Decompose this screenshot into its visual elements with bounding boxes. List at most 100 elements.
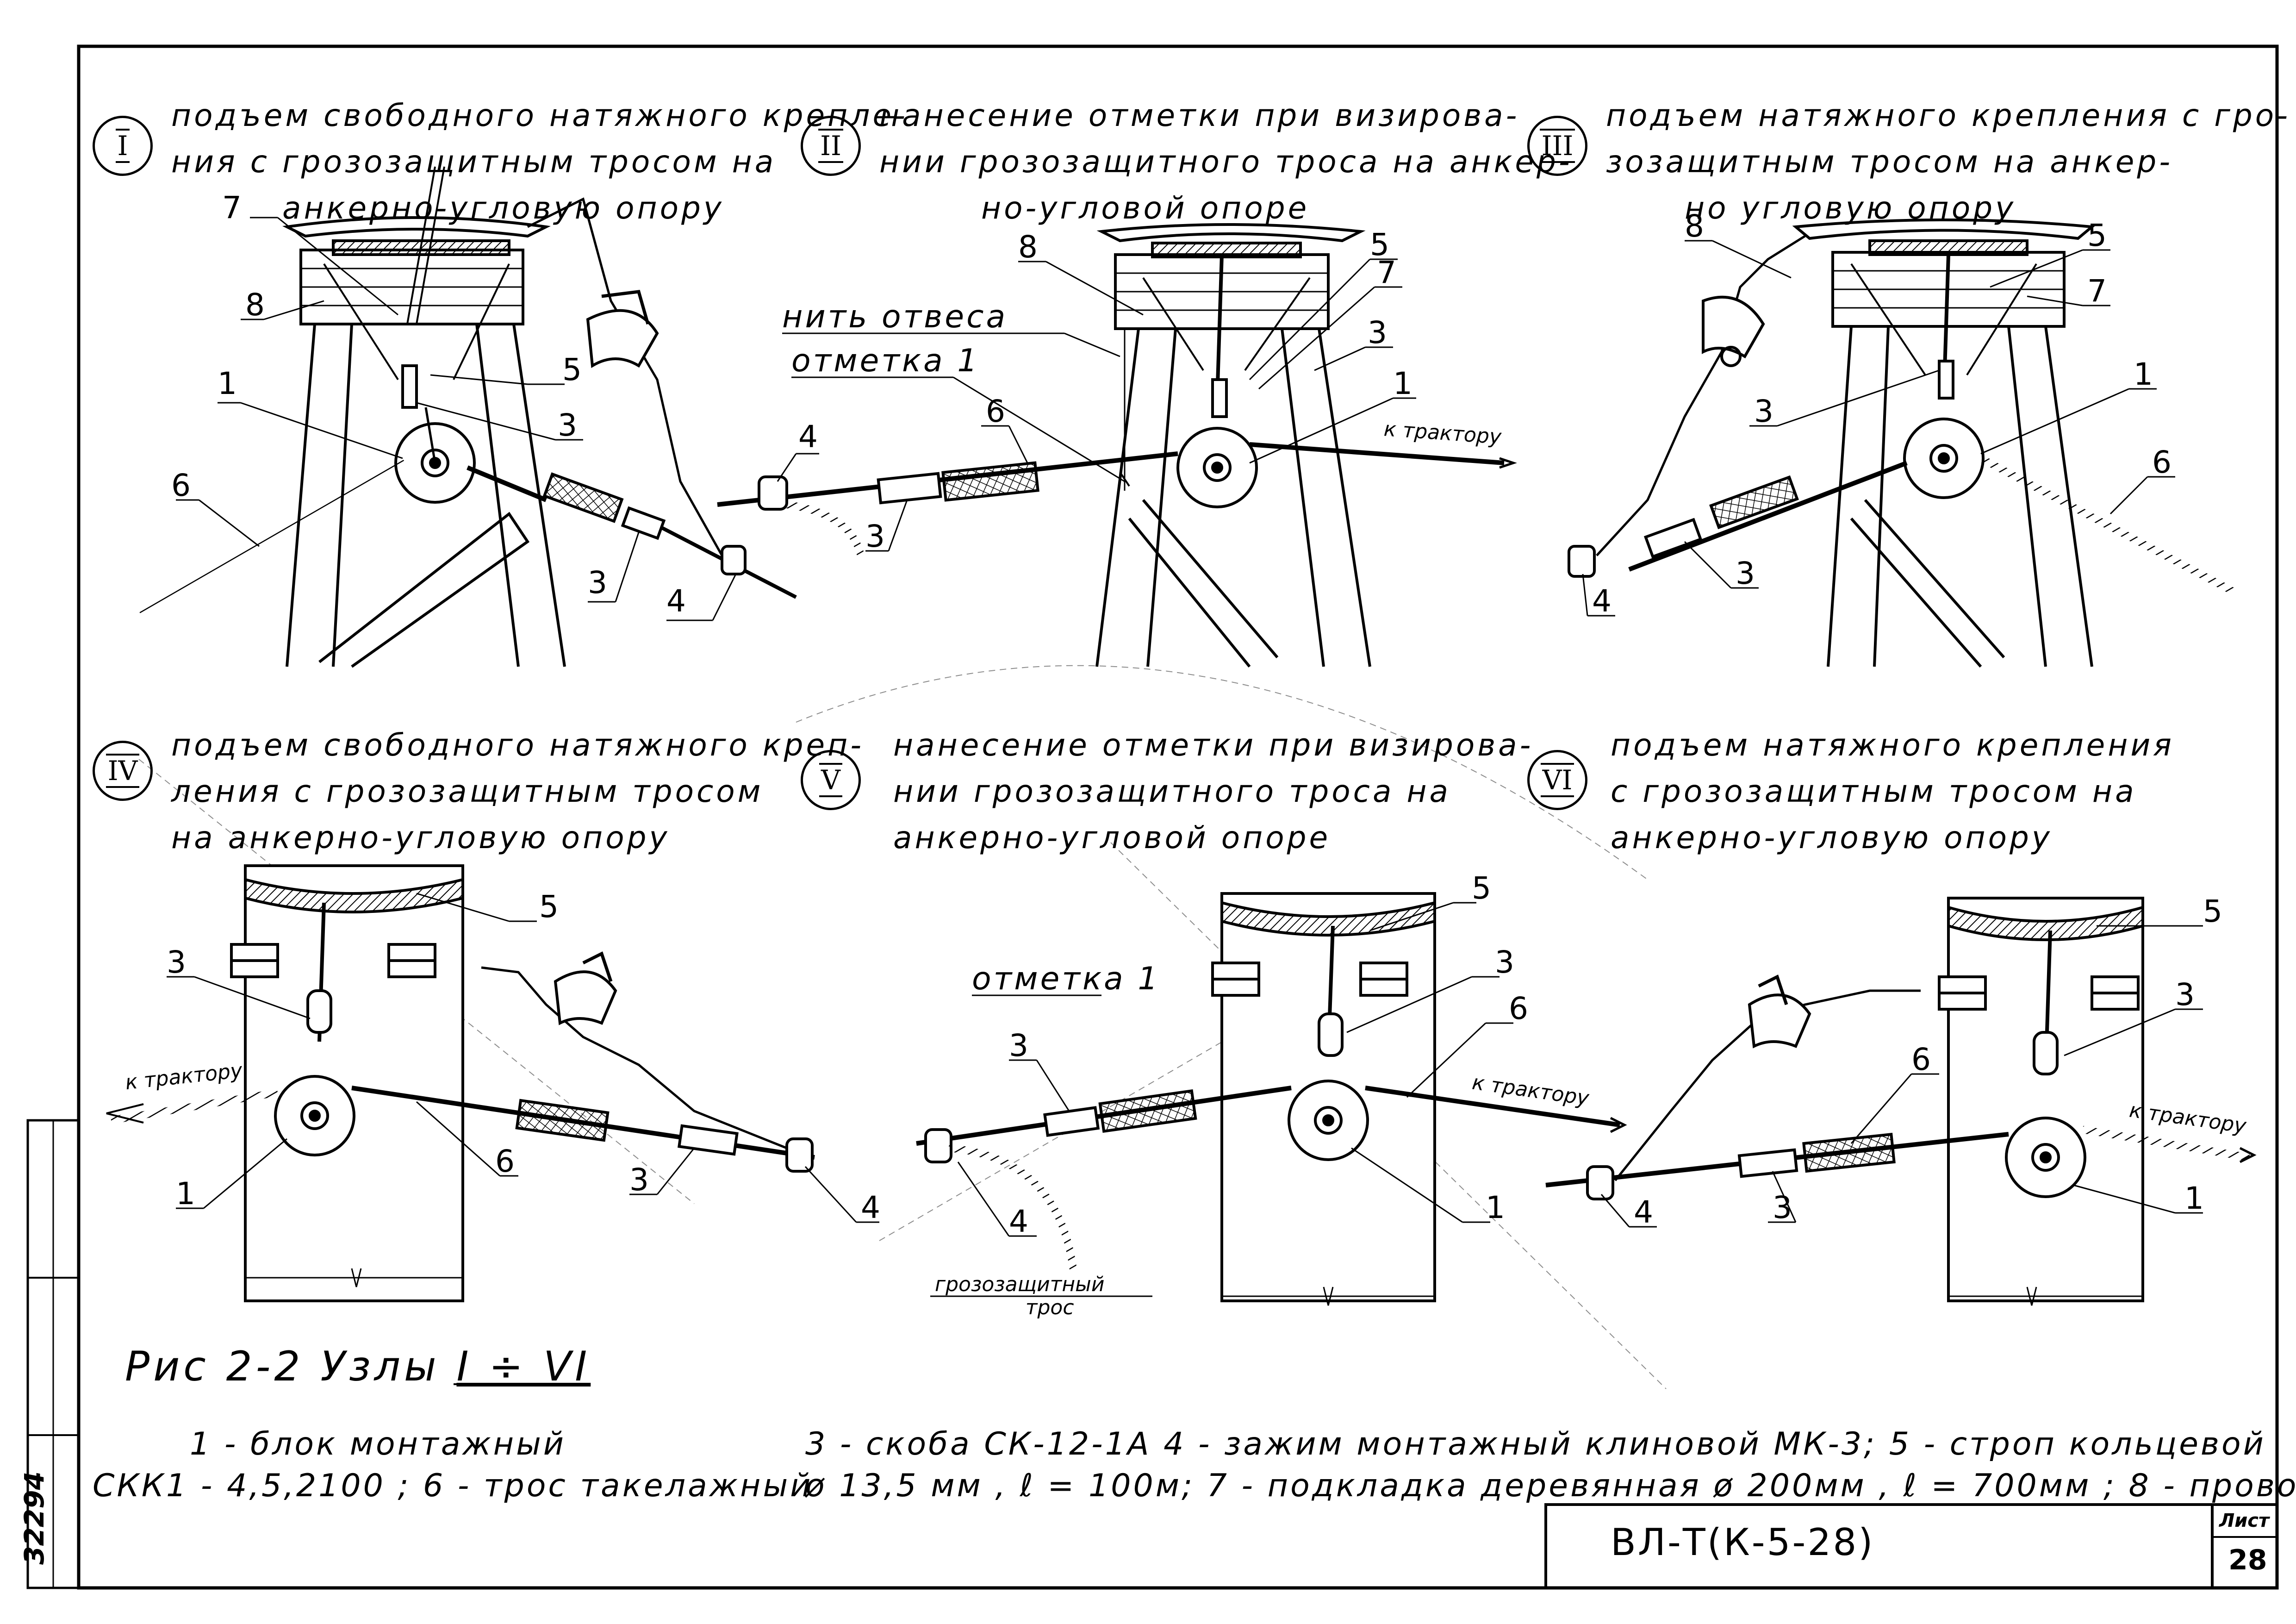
node-5-caption: нанесение отметки при визирова- нии гроз…: [893, 722, 1533, 861]
node-1-badge: I: [93, 116, 153, 176]
node-6-label-1: 1: [2184, 1181, 2204, 1216]
node-3-label-1: 1: [2134, 356, 2153, 392]
sheet-number: 28: [2228, 1544, 2267, 1576]
node-3-label-8: 8: [1685, 208, 1704, 244]
node-2-mark-label: отметка 1: [791, 343, 980, 379]
node-1-label-1: 1: [218, 366, 237, 401]
node-3-label-5: 5: [2087, 218, 2107, 253]
node-1-caption: подъем свободного натяжного крепле- ния …: [171, 93, 908, 231]
node-4-drawing: [106, 864, 815, 1302]
node-4-caption: подъем свободного натяжного креп- ления …: [171, 722, 864, 861]
node-4-caption-line-3: на анкерно-угловую опору: [171, 820, 670, 856]
node-3-caption: подъем натяжного крепления с гро- зозащи…: [1606, 93, 2290, 231]
node-4-label-1: 1: [176, 1176, 195, 1212]
node-5-ground-wire-line-1: грозозащитный: [935, 1273, 1105, 1296]
node-2-callouts: [777, 258, 1416, 552]
node-6-caption-line-2: с грозозащитным тросом на: [1611, 774, 2137, 809]
node-3-drawing: [1568, 219, 2237, 668]
node-1-callouts: [176, 217, 737, 621]
node-3-caption-line-1: подъем натяжного крепления с гро-: [1606, 98, 2291, 133]
node-4-label-5: 5: [539, 889, 559, 924]
node-4-label-3b: 3: [629, 1162, 649, 1198]
node-5-label-3: 3: [1495, 944, 1514, 980]
node-4-label-3: 3: [167, 944, 186, 980]
node-3-caption-line-2: зозащитным тросом на анкер-: [1606, 144, 2173, 180]
legend-line-1-left: 1 - блок монтажный: [190, 1426, 566, 1462]
legend-line-1-right: 3 - скоба СК-12-1А 4 - зажим монтажный к…: [805, 1426, 2266, 1462]
node-1-caption-line-2: ния с грозозащитным тросом на: [171, 144, 777, 180]
node-6-drawing: [1545, 897, 2257, 1306]
sheet-label: Лист: [2219, 1510, 2270, 1531]
node-3-label-4: 4: [1592, 583, 1612, 619]
node-2-label-8: 8: [1018, 229, 1038, 265]
node-6-label-5: 5: [2203, 893, 2222, 929]
node-2-drawing: [717, 223, 1517, 668]
node-5-label-4: 4: [1009, 1204, 1028, 1239]
node-4-label-4: 4: [861, 1190, 880, 1225]
node-5-ground-wire-label: грозозащитный трос: [935, 1273, 1104, 1319]
node-1-label-5: 5: [562, 352, 582, 387]
node-1-label-3b: 3: [588, 565, 607, 600]
node-1-label-7: 7: [222, 190, 242, 225]
legend-line-2-right: ø 13,5 мм , ℓ = 100м; 7 - подкладка дере…: [805, 1468, 2296, 1504]
node-5-ground-wire-line-2: трос: [1025, 1296, 1074, 1319]
sheet-frame: [26, 44, 2279, 1590]
node-2-label-7: 7: [1377, 255, 1396, 290]
node-6-caption-line-1: подъем натяжного крепления: [1611, 727, 2174, 763]
node-5-drawing: [916, 892, 1627, 1306]
node-5-caption-line-2: нии грозозащитного троса на: [893, 774, 1451, 809]
figure-title-range: I ÷ VI: [456, 1343, 591, 1390]
node-5-callouts: [957, 902, 1513, 1237]
node-4-callouts: [167, 893, 879, 1223]
drawing-code: ВЛ-Т(К-5-28): [1611, 1521, 1875, 1564]
node-3-caption-line-3: но угловую опору: [1685, 190, 2016, 226]
node-2-label-1: 1: [1393, 366, 1412, 401]
node-5-badge: V: [801, 750, 861, 810]
node-3-badge: III: [1527, 116, 1587, 176]
node-5-caption-line-3: анкерно-угловой опоре: [893, 820, 1331, 856]
node-3-label-3b: 3: [1736, 556, 1755, 591]
node-5-caption-line-1: нанесение отметки при визирова-: [893, 727, 1534, 763]
node-6-label-6: 6: [1911, 1042, 1931, 1077]
node-2-label-6: 6: [986, 394, 1005, 429]
node-4-caption-line-1: подъем свободного натяжного креп-: [171, 727, 865, 763]
node-2-caption-line-3: но-угловой опоре: [981, 190, 1310, 226]
node-6-callouts: [1600, 925, 2203, 1228]
node-1-label-3: 3: [558, 407, 577, 443]
node-2-caption: нанесение отметки при визирова- нии гроз…: [879, 93, 1573, 231]
node-6-badge: VI: [1527, 750, 1587, 810]
node-3-label-3: 3: [1754, 394, 1773, 429]
node-5-label-6: 6: [1509, 991, 1528, 1026]
node-1-label-6: 6: [171, 468, 191, 503]
node-1-label-8: 8: [245, 287, 265, 323]
node-6-label-3: 3: [2175, 977, 2195, 1012]
node-2-label-3b: 3: [865, 518, 885, 554]
node-2-label-4: 4: [798, 419, 818, 455]
node-4-label-6: 6: [495, 1143, 515, 1179]
node-2-label-3: 3: [1368, 315, 1387, 350]
node-6-label-4: 4: [1634, 1194, 1653, 1230]
node-1-caption-line-1: подъем свободного натяжного крепле-: [171, 98, 908, 133]
node-2-label-5: 5: [1370, 227, 1389, 262]
node-6-caption-line-3: анкерно-угловую опору: [1611, 820, 2053, 856]
node-6-label-3b: 3: [1773, 1190, 1792, 1225]
node-2-badge: II: [801, 116, 861, 176]
legend-line-2-left: СКК1 - 4,5,2100 ; 6 - трос такелажный: [93, 1468, 813, 1504]
node-3-label-7: 7: [2087, 273, 2107, 309]
stamp-number: 32294: [19, 1471, 50, 1565]
node-4-caption-line-2: ления с грозозащитным тросом: [171, 774, 764, 809]
figure-title: Рис 2-2 Узлы I ÷ VI: [125, 1343, 591, 1390]
node-2-caption-line-1: нанесение отметки при визирова-: [879, 98, 1520, 133]
node-1-caption-line-3: анкерно-угловую опору: [282, 190, 724, 226]
node-4-badge: IV: [93, 741, 153, 801]
node-1-drawing: [137, 166, 797, 668]
node-3-label-6: 6: [2152, 444, 2172, 480]
node-5-label-5: 5: [1472, 870, 1491, 906]
figure-title-prefix: Рис 2-2 Узлы: [125, 1343, 440, 1390]
node-5-mark-label: отметка 1: [972, 961, 1160, 997]
node-3-callouts: [1582, 240, 2175, 617]
node-5-label-1: 1: [1486, 1190, 1505, 1225]
node-6-caption: подъем натяжного крепления с грозозащитн…: [1611, 722, 2174, 861]
node-2-caption-line-2: нии грозозащитного троса на анкер-: [879, 144, 1573, 180]
